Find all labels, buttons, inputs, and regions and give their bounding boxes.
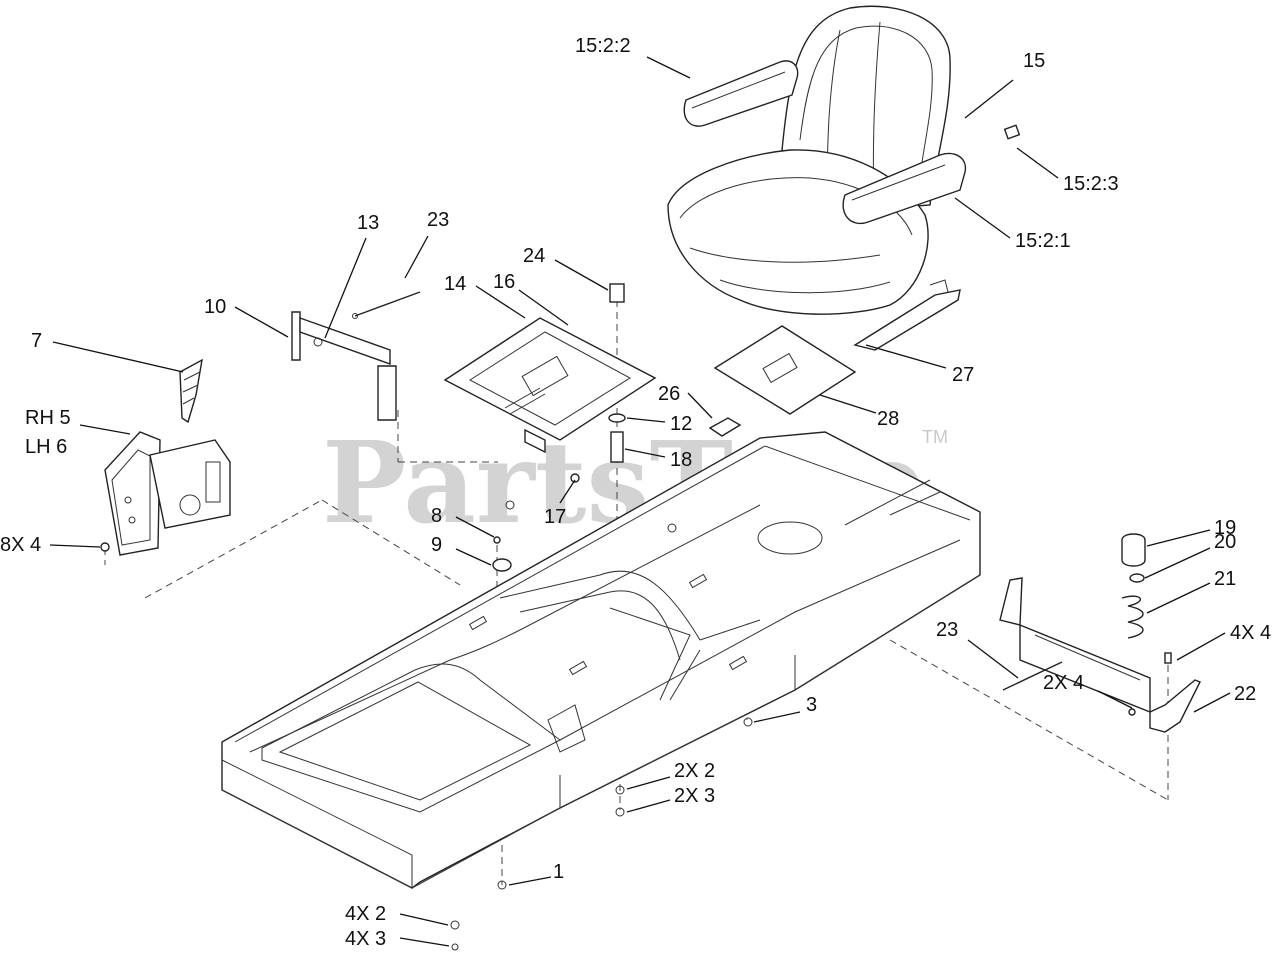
callout-labels: 15:2:2 15 15:2:3 15:2:1 13 23 24 14 16 1… [0, 35, 1271, 950]
callout-12: 12 [670, 413, 692, 435]
callout-4x4: 4X 4 [1230, 622, 1271, 644]
main-frame [221, 431, 981, 951]
callout-lh6: LH 6 [25, 436, 67, 458]
callout-13: 13 [357, 212, 379, 234]
callout-26: 26 [658, 383, 680, 405]
callout-14: 14 [444, 273, 466, 295]
callout-15-2-1: 15:2:1 [1015, 230, 1071, 252]
leader-lines [49, 56, 1231, 947]
callout-28: 28 [877, 408, 899, 430]
callout-19: 19 [1214, 517, 1236, 539]
callout-22: 22 [1234, 683, 1256, 705]
watermark-trademark: TM [922, 427, 948, 447]
callout-2x2: 2X 2 [674, 760, 715, 782]
callout-23-lower: 23 [936, 619, 958, 641]
callout-15-2-3: 15:2:3 [1063, 173, 1119, 195]
callout-18: 18 [670, 449, 692, 471]
callout-24: 24 [523, 245, 545, 267]
callout-17: 17 [544, 506, 566, 528]
callout-15-2-2: 15:2:2 [575, 35, 631, 57]
callout-3: 3 [806, 694, 817, 716]
callout-8x4: 8X 4 [0, 534, 41, 556]
callout-2x4: 2X 4 [1043, 672, 1084, 694]
callout-8: 8 [431, 505, 442, 527]
callout-4x3: 4X 3 [345, 928, 386, 950]
callout-1: 1 [553, 861, 564, 883]
callout-7: 7 [31, 330, 42, 352]
callout-10: 10 [204, 296, 226, 318]
callout-27: 27 [952, 364, 974, 386]
callout-16: 16 [493, 271, 515, 293]
callout-20: 20 [1214, 531, 1236, 553]
callout-rh5: RH 5 [25, 407, 71, 429]
callout-4x2: 4X 2 [345, 903, 386, 925]
callout-2x3: 2X 3 [674, 785, 715, 807]
callout-23-upper: 23 [427, 209, 449, 231]
seat-pan-parts [100, 279, 961, 572]
rear-bracket [999, 533, 1201, 733]
callout-9: 9 [431, 534, 442, 556]
seat-assembly [667, 5, 1021, 315]
callout-15: 15 [1023, 50, 1045, 72]
callout-21: 21 [1214, 568, 1236, 590]
